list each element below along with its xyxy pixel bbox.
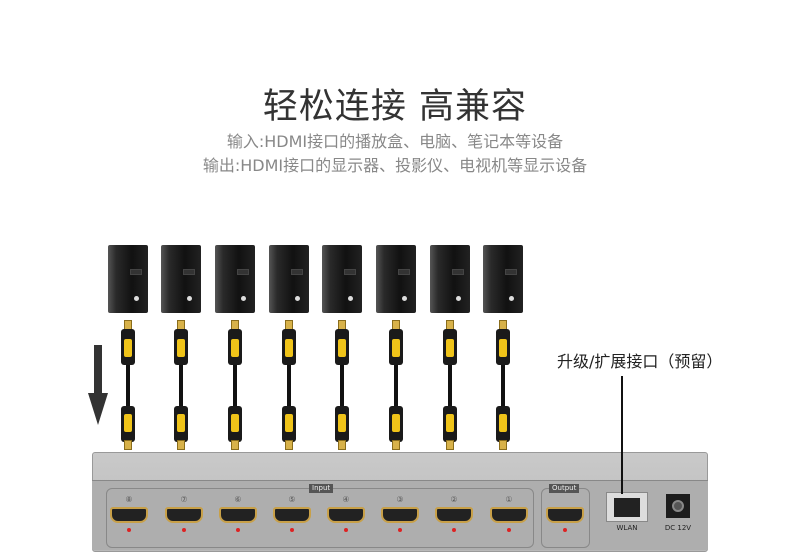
port-number: ⑥ xyxy=(234,495,242,504)
output-led xyxy=(563,528,567,532)
input-led xyxy=(290,528,294,532)
input-led xyxy=(452,528,456,532)
hdmi-output-port xyxy=(546,507,584,523)
input-led xyxy=(236,528,240,532)
computer-icon xyxy=(376,245,416,313)
computer-icon xyxy=(215,245,255,313)
output-description: 输出:HDMI接口的显示器、投影仪、电视机等显示设备 xyxy=(202,156,588,175)
hdmi-input-port xyxy=(165,507,203,523)
port-number: ① xyxy=(505,495,513,504)
hdmi-input-port xyxy=(327,507,365,523)
rj45-port xyxy=(606,492,648,522)
hdmi-cable-icon xyxy=(442,320,458,450)
headline: 轻松连接 高兼容 xyxy=(262,87,528,127)
callout-line xyxy=(621,376,623,494)
computer-icon xyxy=(430,245,470,313)
computer-icon xyxy=(322,245,362,313)
hdmi-cable-icon xyxy=(120,320,136,450)
hdmi-cable-icon xyxy=(227,320,243,450)
computer-icon xyxy=(108,245,148,313)
port-number: ⑤ xyxy=(288,495,296,504)
down-arrow-icon xyxy=(88,345,108,425)
port-number: ③ xyxy=(396,495,404,504)
output-label: Output xyxy=(549,484,580,493)
hdmi-cable-icon xyxy=(334,320,350,450)
dc-power-jack xyxy=(666,494,690,518)
hdmi-cable-icon xyxy=(173,320,189,450)
hdmi-input-port xyxy=(273,507,311,523)
hdmi-cable-icon xyxy=(281,320,297,450)
hdmi-input-port xyxy=(110,507,148,523)
hdmi-input-port xyxy=(490,507,528,523)
hdmi-cable-icon xyxy=(388,320,404,450)
input-led xyxy=(182,528,186,532)
port-number: ⑧ xyxy=(125,495,133,504)
hdmi-input-port xyxy=(435,507,473,523)
hdmi-input-port xyxy=(381,507,419,523)
input-label: Input xyxy=(309,484,334,493)
hdmi-input-port xyxy=(219,507,257,523)
input-led xyxy=(398,528,402,532)
input-description: 输入:HDMI接口的播放盒、电脑、笔记本等设备 xyxy=(226,132,564,151)
input-led xyxy=(127,528,131,532)
computer-icon xyxy=(161,245,201,313)
computer-icon xyxy=(269,245,309,313)
port-number: ② xyxy=(450,495,458,504)
input-led xyxy=(344,528,348,532)
expansion-port-callout: 升级/扩展接口（预留） xyxy=(557,352,723,371)
port-number: ④ xyxy=(342,495,350,504)
input-led xyxy=(507,528,511,532)
hdmi-cable-icon xyxy=(495,320,511,450)
wlan-label: WLAN xyxy=(616,524,638,532)
port-number: ⑦ xyxy=(180,495,188,504)
dc-label: DC 12V xyxy=(664,524,692,532)
computer-icon xyxy=(483,245,523,313)
